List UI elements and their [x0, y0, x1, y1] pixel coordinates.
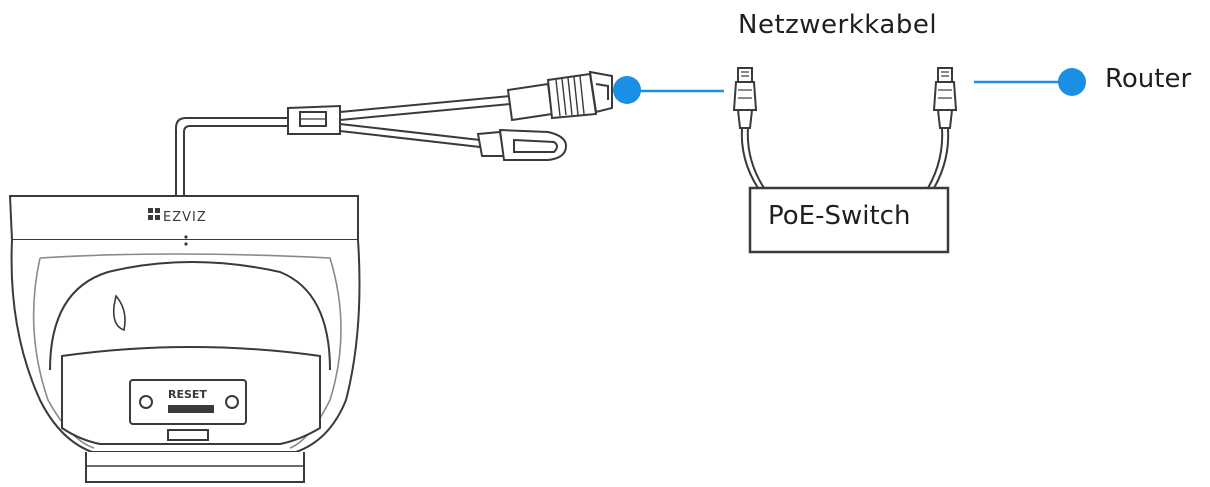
poe-switch-label: PoE-Switch	[768, 201, 911, 231]
cable-splitter	[287, 104, 341, 135]
network-cable-label: Netzwerkkabel	[738, 10, 938, 40]
connection-dot-camera	[613, 76, 641, 104]
router-label: Router	[1105, 64, 1192, 94]
network-cable-left	[732, 67, 765, 189]
dome-camera-icon	[8, 195, 361, 483]
camera-pigtail-cable	[175, 95, 511, 198]
rj45-plug-icon	[506, 70, 613, 122]
dc-power-plug-icon	[476, 128, 568, 161]
connection-dot-router	[1058, 68, 1086, 96]
network-switch-icon	[748, 186, 950, 254]
reset-label-text: RESET	[168, 388, 207, 401]
camera-indicator-dots	[184, 235, 188, 246]
reset-button-mark	[168, 405, 214, 413]
camera-brand-text: EZVIZ	[163, 210, 207, 225]
connection-indicators	[613, 68, 1086, 104]
network-cable-right	[927, 67, 958, 189]
camera-logo-icon	[148, 208, 160, 220]
